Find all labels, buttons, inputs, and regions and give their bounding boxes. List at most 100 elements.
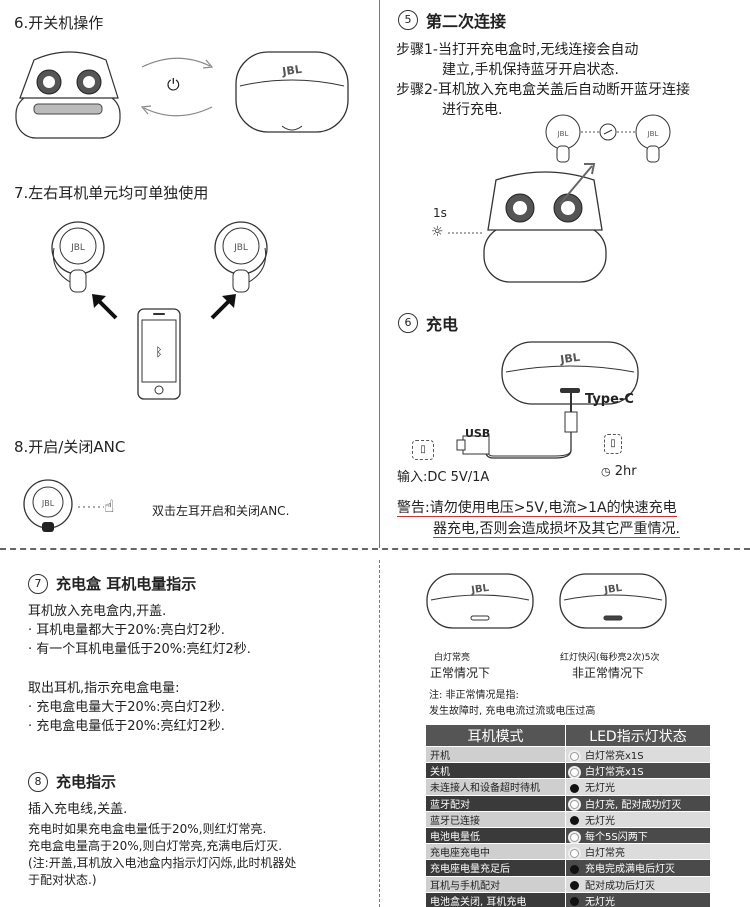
led-row-mode: 电池电量低	[425, 826, 566, 845]
battery-title: 充电盒 耳机电量指示	[56, 575, 197, 593]
single-use-section-title: 7.左右耳机单元均可单独使用	[14, 184, 209, 202]
typec-port-icon: ▯	[604, 434, 622, 454]
led-on-icon	[570, 848, 579, 858]
charging-case-illustration: JBL	[501, 341, 639, 405]
svg-text:JBL: JBL	[559, 351, 581, 367]
led-row-state-text: 每个5S闪两下	[585, 832, 648, 844]
reconnect-step1: 步骤1-当打开充电盒时,无线连接会自动 建立,手机保持蓝牙开启状态.	[396, 40, 638, 80]
charge-ind-line5: 于配对状态.)	[28, 873, 97, 887]
power-icon: ⏻	[167, 75, 180, 94]
reconnect-step2: 步骤2-耳机放入充电盒关盖后自动断开蓝牙连接 进行充电.	[396, 80, 690, 120]
led-row-mode: 充电座电量充足后	[425, 859, 566, 877]
led-row-state: 充电完成满电后灯灭	[565, 859, 711, 877]
power-cycle-arrows	[140, 57, 214, 117]
led-row-state: 每个5S闪两下	[565, 826, 711, 845]
led-row-state-text: 配对成功后灯灭	[585, 880, 655, 892]
svg-text:JBL: JBL	[603, 583, 624, 597]
svg-text:JBL: JBL	[281, 63, 303, 79]
reconnect-step2-line1: 步骤2-耳机放入充电盒关盖后自动断开蓝牙连接	[396, 82, 690, 98]
led-row-state: 白灯常亮x1S	[565, 745, 711, 764]
abnormal-case-illustration: JBL	[559, 573, 667, 629]
led-row-state: 白灯常亮x1S	[565, 762, 711, 780]
led-flash-icon: ☼	[431, 224, 444, 240]
charging-warning: 警告:请勿使用电压>5V,电流>1A的快速充电 器充电,否则会造成损坏及其它严重…	[397, 498, 680, 540]
led-row-state: 白灯亮, 配对成功灯灭	[565, 794, 711, 812]
battery-line4: 取出耳机,指示充电盒电量:	[28, 681, 180, 696]
battery-line5: · 充电盒电量大于20%:亮白灯2秒.	[28, 700, 225, 715]
svg-text:JBL: JBL	[647, 130, 659, 138]
led-off-icon	[570, 881, 579, 891]
power-section-title: 6.开关机操作	[14, 14, 104, 32]
charging-duration: ◷ 2hr	[601, 464, 637, 479]
charging-duration-text: 2hr	[614, 464, 637, 479]
led-row-state: 无灯光	[565, 778, 711, 796]
led-row-mode: 耳机与手机配对	[425, 875, 566, 893]
reconnect-earbuds-illustration: JBL JBL	[545, 114, 671, 163]
anc-section-title: 8.开启/关闭ANC	[14, 438, 126, 456]
led-row-mode: 未连接人和设备超时待机	[425, 778, 566, 796]
led-table-col-state: LED指示灯状态	[565, 724, 711, 747]
normal-case-illustration: JBL	[426, 573, 534, 629]
charge-ind-number: 8	[28, 771, 48, 792]
vertical-divider-top	[379, 0, 380, 548]
led-off-icon	[570, 816, 579, 826]
reconnect-case-illustration	[483, 163, 607, 283]
right-earbud-illustration: JBL	[214, 221, 268, 293]
led-off-icon	[570, 897, 579, 907]
led-off-icon	[570, 783, 579, 793]
charging-title: 充电	[426, 315, 459, 334]
svg-text:JBL: JBL	[70, 243, 85, 253]
led-table-row: 开机白灯常亮x1S	[425, 745, 711, 764]
charging-warning-line2: 器充电,否则会造成损坏及其它严重情况.	[433, 521, 680, 538]
led-row-state: 无灯光	[565, 891, 711, 907]
led-row-state: 白灯常亮	[565, 843, 711, 861]
open-case-illustration	[15, 51, 121, 139]
charge-ind-line4: (注:开盖,耳机放入电池盒内指示灯闪烁,此时机器处	[28, 856, 297, 870]
charge-ind-line1: 插入充电线,关盖.	[28, 802, 128, 817]
led-table-row: 电池盒关闭, 耳机充电无灯光	[425, 891, 711, 907]
charging-cable-illustration	[456, 388, 578, 459]
charge-ind-line3: 充电盒电量高于20%,则白灯常亮,充满电后灯灭.	[28, 839, 283, 853]
battery-line6: · 充电盒电量低于20%:亮红灯2秒.	[28, 719, 225, 734]
led-row-state-text: 无灯光	[585, 896, 615, 907]
led-row-state-text: 无灯光	[585, 783, 615, 795]
led-on-icon	[570, 767, 579, 777]
led-on-icon	[570, 751, 579, 761]
arrow-to-right-earbud-icon	[210, 294, 236, 320]
svg-text:JBL: JBL	[557, 130, 569, 138]
closed-case-illustration: JBL	[235, 51, 349, 133]
led-on-icon	[570, 800, 579, 810]
left-earbud-illustration: JBL	[51, 221, 105, 293]
led-row-state: 配对成功后灯灭	[565, 875, 711, 893]
reconnect-time-label: 1s	[433, 206, 447, 220]
anc-earbud-illustration: JBL	[23, 479, 73, 532]
charge-ind-instructions: 插入充电线,关盖. 充电时如果充电盒电量低于20%,则红灯常亮. 充电盒电量高于…	[28, 799, 296, 889]
charge-ind-line2: 充电时如果充电盒电量低于20%,则红灯常亮.	[28, 822, 267, 836]
led-row-mode: 关机	[425, 762, 566, 780]
normal-case-label: 正常情况下	[430, 666, 491, 680]
svg-text:JBL: JBL	[41, 499, 55, 508]
charge-ind-title: 充电指示	[56, 773, 117, 791]
reconnect-step1-line2: 建立,手机保持蓝牙开启状态.	[442, 62, 619, 78]
led-on-icon	[570, 832, 579, 842]
led-pointer-line	[448, 232, 484, 234]
led-row-mode: 开机	[425, 745, 566, 764]
led-row-state-text: 白灯常亮x1S	[585, 767, 644, 779]
led-table-row: 充电座充电中白灯常亮	[425, 843, 711, 861]
battery-line3: · 有一个耳机电量低于20%:亮红灯2秒.	[28, 642, 251, 657]
battery-number: 7	[28, 573, 48, 594]
anc-description: 双击左耳开启和关闭ANC.	[152, 504, 290, 518]
battery-header: 7 充电盒 耳机电量指示	[28, 573, 196, 594]
battery-instructions: 耳机放入充电盒内,开盖. · 耳机电量都大于20%:亮白灯2秒. · 有一个耳机…	[28, 602, 251, 736]
usb-port-icon: ▯	[412, 440, 434, 460]
led-row-state: 无灯光	[565, 810, 711, 828]
reconnect-number: 5	[398, 10, 418, 30]
led-table-row: 充电座电量充足后充电完成满电后灯灭	[425, 859, 711, 877]
reconnect-title: 第二次连接	[426, 12, 507, 31]
tap-finger-icon: ☝	[104, 497, 115, 517]
led-table-header: 耳机模式 LED指示灯状态	[425, 724, 711, 747]
led-table-row: 未连接人和设备超时待机 无灯光	[425, 778, 711, 796]
